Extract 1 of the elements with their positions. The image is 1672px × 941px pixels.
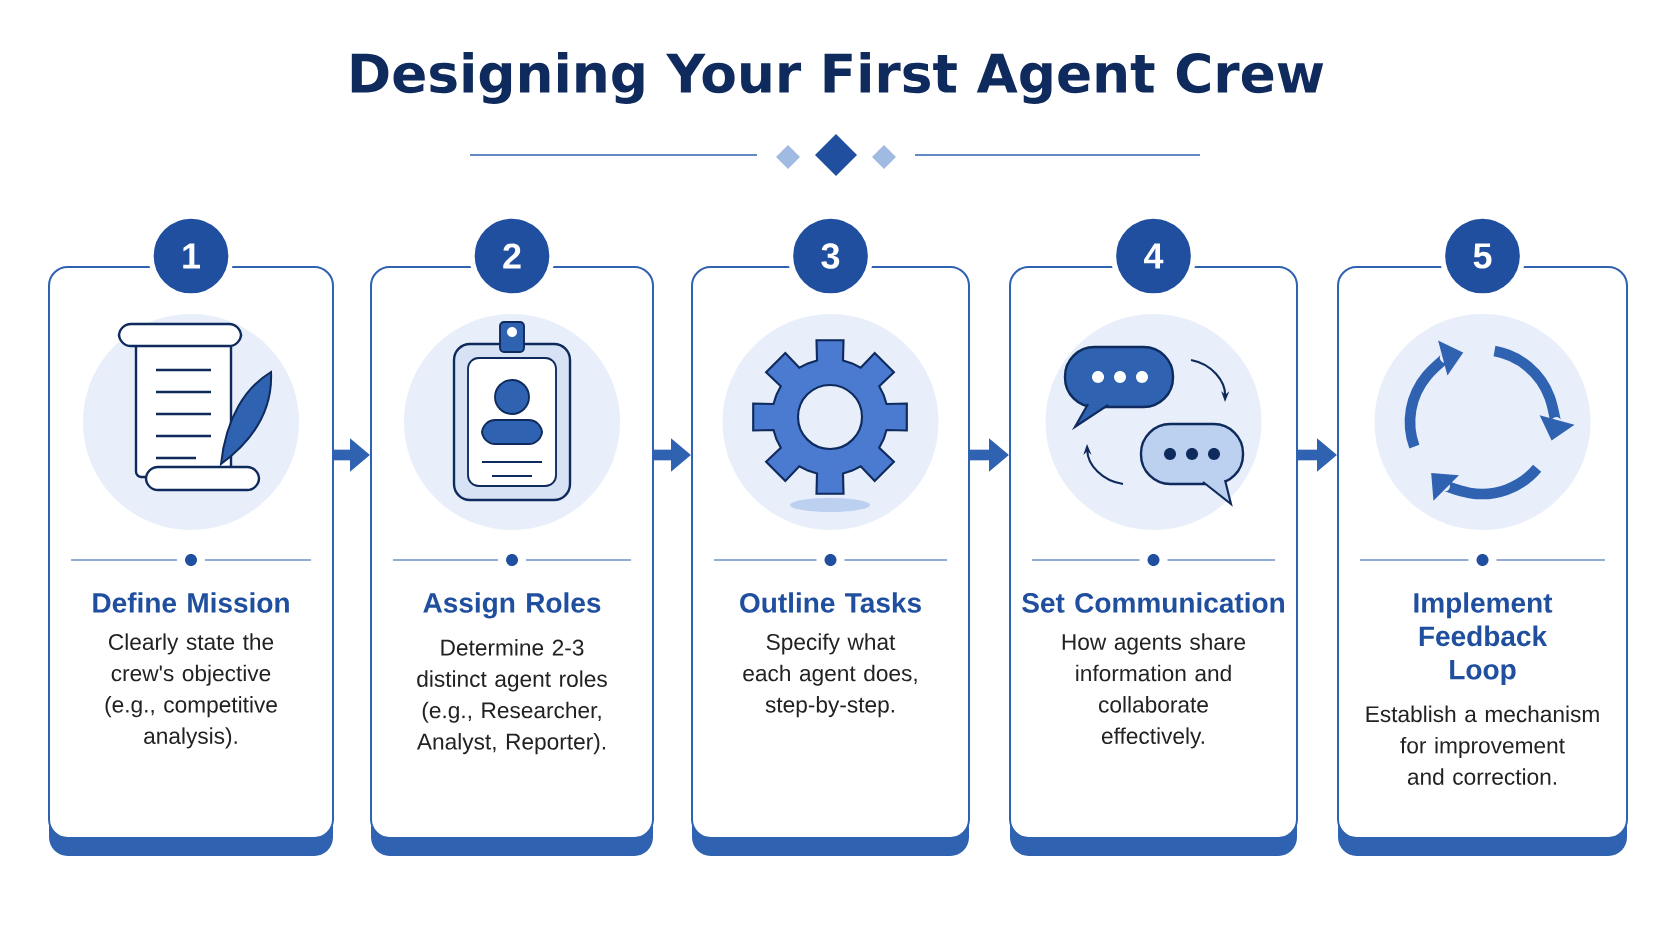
title: Designing Your First Agent Crew bbox=[351, 52, 1324, 104]
